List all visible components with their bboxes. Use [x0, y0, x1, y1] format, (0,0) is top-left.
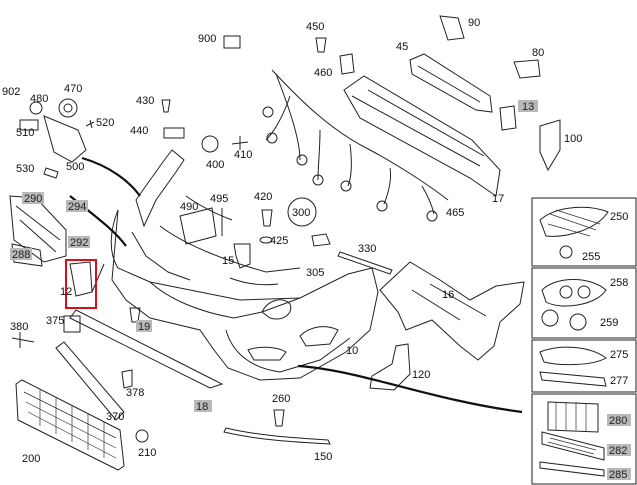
upper-rail-drawing	[343, 53, 501, 197]
label-510: 510	[16, 127, 34, 139]
label-530: 530	[16, 163, 34, 175]
label-450: 450	[306, 21, 324, 33]
label-520: 520	[96, 117, 114, 129]
label-294: 294	[68, 201, 86, 213]
label-285: 285	[609, 469, 627, 481]
label-420: 420	[254, 191, 272, 203]
label-19: 19	[138, 321, 150, 333]
label-258: 258	[610, 277, 628, 289]
label-410: 410	[234, 149, 252, 161]
reference-arrows	[65, 156, 523, 414]
label-495: 495	[210, 193, 228, 205]
label-13: 13	[522, 101, 534, 113]
part-labels: 902 480 470 510 520 500 530 290 294 292 …	[2, 17, 631, 481]
label-470: 470	[64, 83, 82, 95]
label-259: 259	[600, 317, 618, 329]
label-280: 280	[609, 415, 627, 427]
label-282: 282	[609, 445, 627, 457]
label-902: 902	[2, 86, 20, 98]
panel-250	[531, 197, 637, 267]
highlight-box-12	[65, 259, 97, 309]
label-330: 330	[358, 243, 376, 255]
label-90: 90	[468, 17, 480, 29]
label-300: 300	[292, 207, 310, 219]
lower-grille-drawing	[15, 379, 125, 471]
label-250: 250	[610, 211, 628, 223]
label-120: 120	[412, 369, 430, 381]
label-375: 375	[46, 315, 64, 327]
label-200: 200	[22, 453, 40, 465]
bumper-cover-drawing	[110, 149, 379, 381]
wiring-harness-drawing	[223, 35, 449, 222]
label-370: 370	[106, 411, 124, 423]
bracket-120-drawing	[369, 343, 411, 391]
label-18: 18	[196, 401, 208, 413]
label-288: 288	[12, 249, 30, 261]
label-500: 500	[66, 161, 84, 173]
label-400: 400	[206, 159, 224, 171]
label-425: 425	[270, 235, 288, 247]
label-15: 15	[222, 255, 234, 267]
label-210: 210	[138, 447, 156, 459]
label-290: 290	[24, 193, 42, 205]
label-17: 17	[492, 193, 504, 205]
label-100: 100	[564, 133, 582, 145]
label-277: 277	[610, 375, 628, 387]
label-150: 150	[314, 451, 332, 463]
label-440: 440	[130, 125, 148, 137]
label-305: 305	[306, 267, 324, 279]
label-12: 12	[60, 286, 72, 298]
label-45: 45	[396, 41, 408, 53]
label-275: 275	[610, 349, 628, 361]
label-380: 380	[10, 321, 28, 333]
label-900: 900	[198, 33, 216, 45]
label-255: 255	[582, 251, 600, 263]
label-260: 260	[272, 393, 290, 405]
trim-strips-drawing	[55, 251, 393, 445]
side-bracket-drawing	[379, 261, 525, 361]
label-480: 480	[30, 93, 48, 105]
label-16: 16	[442, 289, 454, 301]
label-460: 460	[314, 67, 332, 79]
label-292: 292	[70, 237, 88, 249]
label-490: 490	[180, 201, 198, 213]
hardware-icons	[11, 15, 561, 443]
label-378: 378	[126, 387, 144, 399]
label-430: 430	[136, 95, 154, 107]
label-465: 465	[446, 207, 464, 219]
label-80: 80	[532, 47, 544, 59]
right-panel-variants	[531, 197, 637, 485]
label-10: 10	[346, 345, 358, 357]
